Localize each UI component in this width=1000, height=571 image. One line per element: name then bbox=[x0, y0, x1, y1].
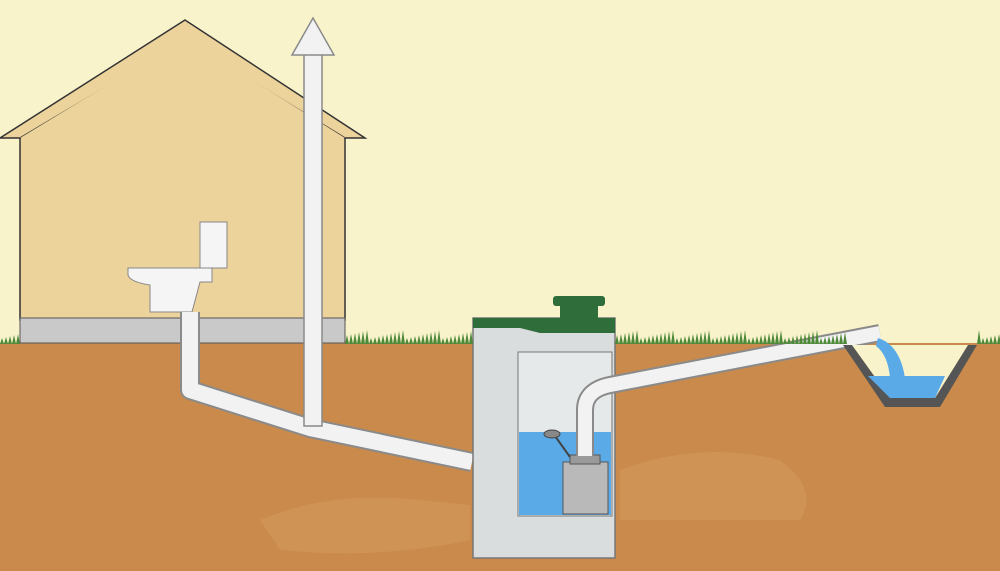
pump-tank bbox=[472, 296, 616, 559]
drainage-ditch bbox=[843, 338, 977, 407]
float-switch bbox=[543, 429, 561, 439]
tank-access-cap bbox=[553, 296, 605, 306]
pump bbox=[562, 461, 609, 515]
vent-cap-arrow-icon bbox=[290, 16, 336, 56]
pump-top bbox=[569, 454, 601, 465]
water-outflow bbox=[876, 338, 905, 378]
toilet-bowl bbox=[127, 267, 213, 313]
drain-pipe bbox=[180, 312, 475, 472]
tank-lid bbox=[473, 318, 615, 333]
toilet-tank bbox=[199, 221, 228, 269]
ground-shading bbox=[260, 452, 807, 554]
tank-access-neck bbox=[560, 306, 598, 318]
float-switch-cord bbox=[554, 435, 571, 458]
vent-pipe bbox=[290, 16, 336, 427]
ditch-water bbox=[868, 376, 945, 398]
house-gable bbox=[20, 38, 345, 138]
toilet bbox=[127, 221, 228, 313]
discharge-pipe bbox=[576, 324, 882, 456]
